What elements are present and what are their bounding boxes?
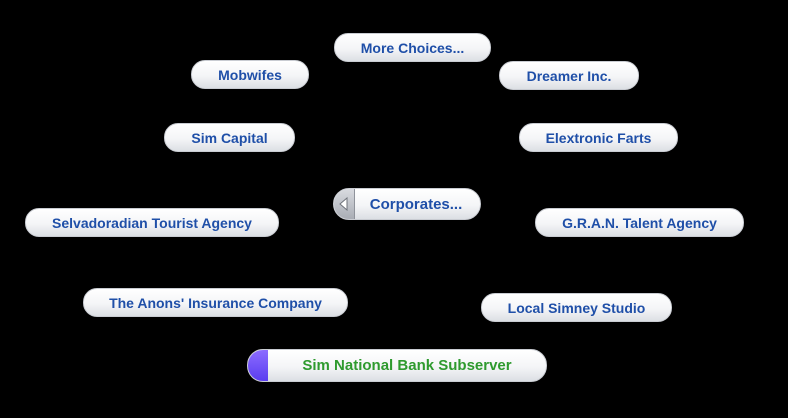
option-local-simney-studio[interactable]: Local Simney Studio [481,293,672,322]
option-label: Mobwifes [218,66,282,83]
option-dreamer-inc[interactable]: Dreamer Inc. [499,61,639,90]
option-label: Elextronic Farts [545,129,652,146]
option-sim-capital[interactable]: Sim Capital [164,123,295,152]
back-arrow-icon[interactable] [334,189,355,219]
option-mobwifes[interactable]: Mobwifes [191,60,309,89]
option-anons-insurance-company[interactable]: The Anons' Insurance Company [83,288,348,317]
option-label: Local Simney Studio [507,299,646,316]
option-label: The Anons' Insurance Company [109,294,322,311]
option-sim-national-bank-subserver[interactable]: Sim National Bank Subserver [247,349,547,382]
option-label: Selvadoradian Tourist Agency [52,214,252,231]
option-label: Sim National Bank Subserver [302,357,512,374]
center-option-corporates[interactable]: Corporates... [333,188,481,220]
highlight-accent [248,350,268,381]
option-elextronic-farts[interactable]: Elextronic Farts [519,123,678,152]
option-label: Dreamer Inc. [526,67,612,84]
option-selvadoradian-tourist-agency[interactable]: Selvadoradian Tourist Agency [25,208,279,237]
option-more-choices[interactable]: More Choices... [334,33,491,62]
option-gran-talent-agency[interactable]: G.R.A.N. Talent Agency [535,208,744,237]
center-label: Corporates... [369,195,463,213]
option-label: More Choices... [360,39,465,56]
option-label: Sim Capital [191,129,268,146]
option-label: G.R.A.N. Talent Agency [562,214,717,231]
